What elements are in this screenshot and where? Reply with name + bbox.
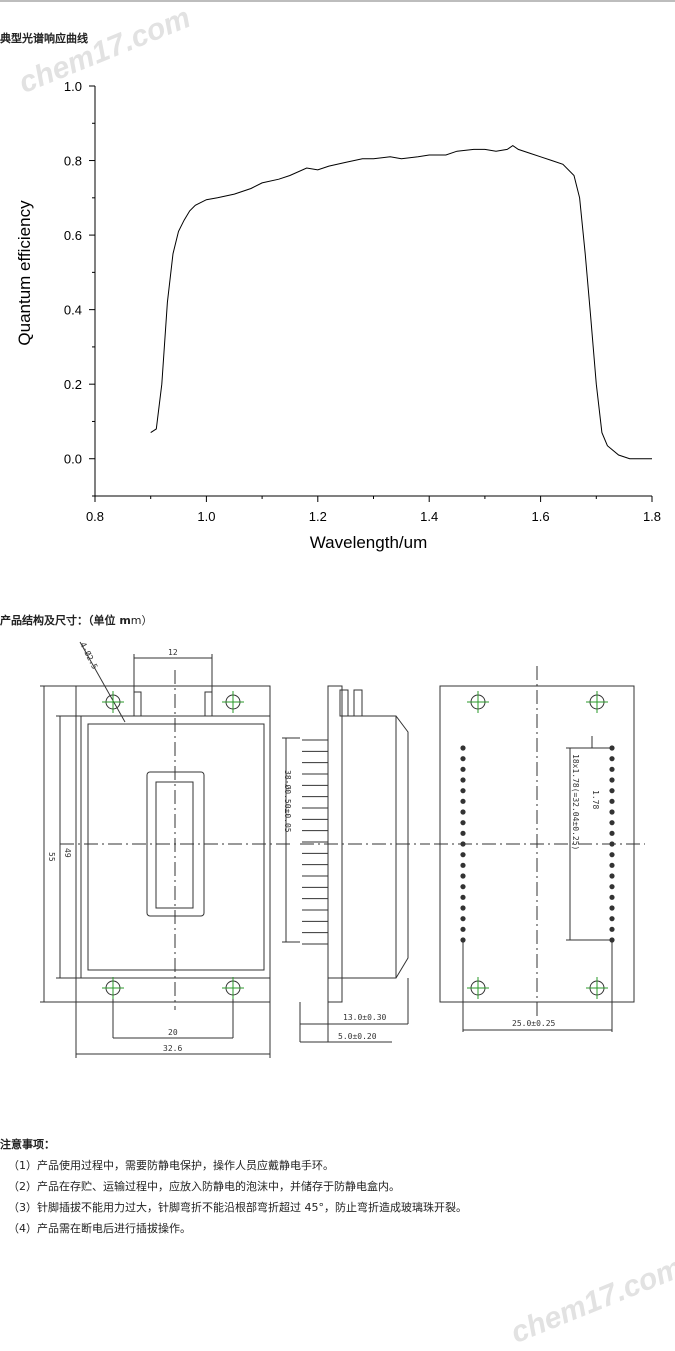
x-tick-label-2: 1.2 — [309, 509, 327, 524]
back-pin-right-11 — [609, 862, 615, 868]
note-item-1: （1）产品使用过程中，需要防静电保护，操作人员应戴静电手环。 — [8, 1159, 334, 1172]
dim-13-label: 13.0±0.30 — [343, 1013, 387, 1022]
back-pin-right-2 — [609, 766, 615, 772]
x-tick-label-3: 1.4 — [420, 509, 438, 524]
note-item-2: （2）产品在存贮、运输过程中，应放入防静电的泡沫中，并储存于防静电盒内。 — [8, 1180, 400, 1193]
back-pin-right-3 — [609, 777, 615, 783]
dim-5-label: 5.0±0.20 — [338, 1032, 377, 1041]
y-tick-label-5: 1.0 — [64, 79, 82, 94]
back-pin-left-16 — [460, 916, 466, 922]
front-pin-left — [133, 691, 142, 717]
back-pin-left-0 — [460, 745, 466, 751]
back-pin-left-17 — [460, 926, 466, 932]
y-tick-label-3: 0.6 — [64, 228, 82, 243]
back-pin-right-5 — [609, 798, 615, 804]
back-pin-right-18 — [609, 937, 615, 943]
y-tick-label-4: 0.8 — [64, 154, 82, 169]
back-pin-left-11 — [460, 862, 466, 868]
pins-label: 38-Ø0.50±0.05 — [283, 770, 293, 833]
pitch-label: 1.78 — [591, 790, 600, 809]
back-pin-right-6 — [609, 809, 615, 815]
back-pin-right-7 — [609, 820, 615, 826]
front-pin-right — [204, 691, 213, 717]
back-pin-right-10 — [609, 852, 615, 858]
dim-32-6-label: 32.6 — [163, 1044, 182, 1053]
y-tick-label-1: 0.2 — [64, 377, 82, 392]
window-inner — [155, 781, 194, 909]
back-pin-right-16 — [609, 916, 615, 922]
back-pin-right-1 — [609, 756, 615, 762]
front-body-inner — [87, 723, 265, 971]
note-item-3: （3）针脚插拔不能用力过大，针脚弯折不能沿根部弯折超过 45°，防止弯折造成玻璃… — [8, 1201, 467, 1214]
back-pin-left-9 — [460, 841, 466, 847]
back-pin-right-13 — [609, 884, 615, 890]
pitch-total-label: 18x1.78(=32.04±0.25) — [571, 754, 580, 850]
x-tick-label-1: 1.0 — [197, 509, 215, 524]
back-pin-right-14 — [609, 894, 615, 900]
unit-close: m） — [130, 614, 153, 627]
x-tick-label-5: 1.8 — [643, 509, 661, 524]
back-pin-right-9 — [609, 841, 615, 847]
y-tick-label-0: 0.0 — [64, 452, 82, 467]
hole-label: 4-Ø2.5 — [78, 640, 100, 670]
back-pin-right-0 — [609, 745, 615, 751]
structure-title-text: 产品结构及尺寸： — [0, 614, 88, 627]
side-body — [342, 715, 409, 979]
back-pin-left-7 — [460, 820, 466, 826]
x-tick-label-0: 0.8 — [86, 509, 104, 524]
notes-section: 注意事项： （1）产品使用过程中，需要防静电保护，操作人员应戴静电手环。 （2）… — [0, 1136, 675, 1242]
back-pin-left-13 — [460, 884, 466, 890]
unit-open: （单位 m — [88, 614, 131, 627]
back-pin-left-3 — [460, 777, 466, 783]
back-pin-right-17 — [609, 926, 615, 932]
back-pin-left-6 — [460, 809, 466, 815]
back-pin-left-12 — [460, 873, 466, 879]
back-pin-left-5 — [460, 798, 466, 804]
back-pin-right-4 — [609, 788, 615, 794]
x-tick-label-4: 1.6 — [532, 509, 550, 524]
back-pin-right-12 — [609, 873, 615, 879]
back-pin-left-4 — [460, 788, 466, 794]
back-pin-left-10 — [460, 852, 466, 858]
dim-49-label: 49 — [63, 848, 72, 858]
back-pin-left-1 — [460, 756, 466, 762]
spectral-curve-title: 典型光谱响应曲线 — [0, 32, 88, 45]
series-line-0 — [150, 144, 652, 460]
note-item-4: （4）产品需在断电后进行插拔操作。 — [8, 1222, 191, 1235]
top-border — [0, 0, 675, 2]
notes-title: 注意事项： — [0, 1138, 55, 1151]
dim-55-label: 55 — [47, 852, 56, 862]
back-pin-right-15 — [609, 905, 615, 911]
quantum-efficiency-chart: 0.8 1.0 1.2 1.4 1.6 1.8 0.0 0.2 0.4 0.6 0.8 1.0Wave… — [15, 79, 661, 552]
back-pin-left-14 — [460, 894, 466, 900]
back-pin-left-15 — [460, 905, 466, 911]
back-pin-left-2 — [460, 766, 466, 772]
back-pin-right-8 — [609, 830, 615, 836]
structure-title: 产品结构及尺寸：（单位 mm） — [0, 612, 153, 628]
y-axis-label: Quantum efficiency — [15, 200, 34, 346]
watermark-bottom: chem17.com — [506, 1251, 675, 1350]
back-pin-left-18 — [460, 937, 466, 943]
x-axis-label: Wavelength/um — [310, 533, 427, 552]
dim-25-label: 25.0±0.25 — [512, 1019, 556, 1028]
y-tick-label-2: 0.4 — [64, 303, 82, 318]
structure-drawing: 4-Ø2.5 12 55 49 20 32.6 38-Ø0.50±0.05 13… — [40, 640, 645, 1058]
dim-12-label: 12 — [168, 648, 178, 657]
dim-20-label: 20 — [168, 1028, 178, 1037]
back-pin-left-8 — [460, 830, 466, 836]
